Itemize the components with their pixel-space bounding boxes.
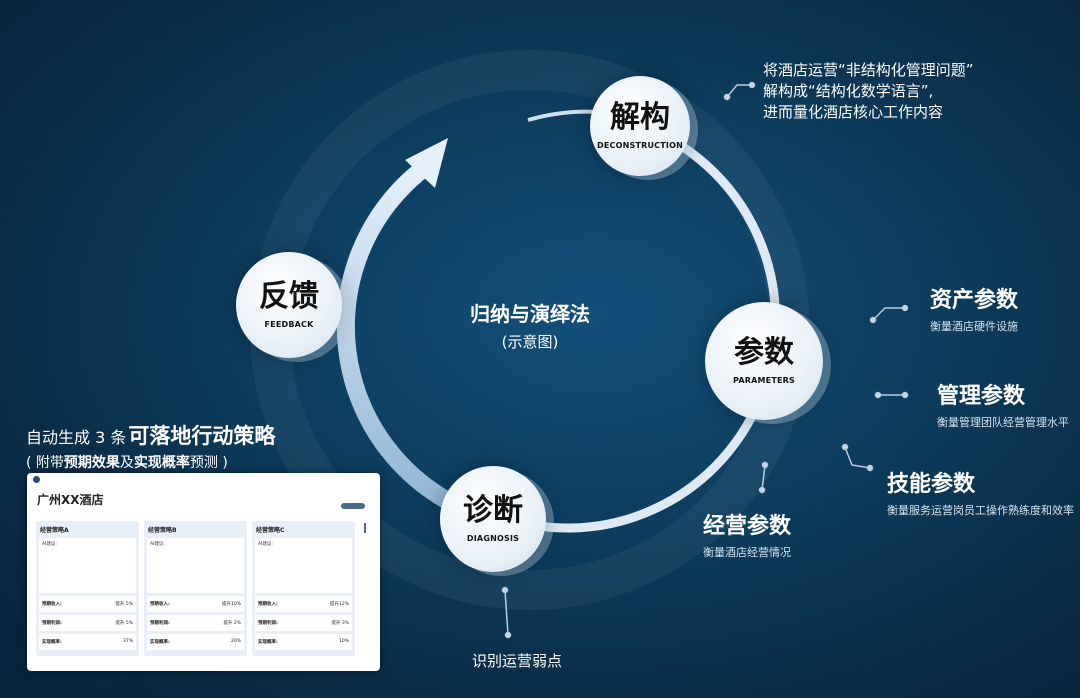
strategy-card-b: 经营策略B AI建议: 预期收入: 提升10% 预期利润: 提升 2% 实现概率: 2… bbox=[144, 521, 247, 656]
center-subtitle: (示意图) bbox=[501, 333, 559, 351]
metric-label: 预期收入: bbox=[258, 602, 278, 607]
strategy-card-c: 经营策略C AI建议: 预期收入: 提升12% 预期利润: 提升 3% 实现概率: 1… bbox=[252, 521, 355, 656]
metric-value: 提升10% bbox=[221, 602, 241, 607]
metric-value: 10% bbox=[338, 639, 349, 644]
param-title: 经营参数 bbox=[703, 514, 792, 539]
metric-row: 预期收入: 提升 5% bbox=[39, 596, 136, 612]
hotel-name: 广州XX酒店 bbox=[37, 493, 104, 507]
metric-label: 预期利润: bbox=[150, 621, 170, 626]
metric-row: 实现概率: 20% bbox=[147, 634, 244, 650]
metric-value: 提升 5% bbox=[115, 602, 133, 607]
scrollbar[interactable] bbox=[364, 523, 366, 533]
metric-label: 预期收入: bbox=[150, 602, 170, 607]
deconstruction-note: 将酒店运营“非结构化管理问题” 解构成“结构化数学语言”, 进而量化酒店核心工作… bbox=[763, 60, 974, 123]
metric-value: 20% bbox=[230, 639, 241, 644]
param-desc: 衡量服务运营岗员工操作熟练度和效率 bbox=[887, 504, 1074, 517]
center-label: 归纳与演绎法 (示意图) bbox=[430, 298, 630, 352]
param-desc: 衡量酒店经营情况 bbox=[703, 546, 791, 559]
ai-suggestion: AI建议: bbox=[255, 538, 352, 593]
strategy-card-a: 经营策略A AI建议: 预期收入: 提升 5% 预期利润: 提升 5% 实现概率: 3… bbox=[36, 521, 139, 656]
node-parameters: 参数 PARAMETERS bbox=[705, 302, 823, 420]
metric-row: 预期利润: 提升 2% bbox=[147, 615, 244, 631]
param-management: 管理参数衡量管理团队经营管理水平 bbox=[937, 378, 1069, 430]
logo-icon bbox=[33, 476, 40, 483]
strategy-name: 经营策略B bbox=[148, 527, 177, 534]
node-title: 诊断 bbox=[463, 492, 523, 528]
node-diagnosis: 诊断 DIAGNOSIS bbox=[440, 466, 546, 572]
node-title: 参数 bbox=[734, 334, 794, 370]
connector-lines bbox=[501, 81, 909, 639]
metric-label: 预期收入: bbox=[42, 602, 62, 607]
feedback-note: 自动生成 3 条可落地行动策略 ( 附带预期效果及实现概率预测 ) bbox=[26, 420, 275, 472]
param-desc: 衡量管理团队经营管理水平 bbox=[937, 416, 1069, 429]
param-title: 资产参数 bbox=[930, 288, 1019, 313]
action-button[interactable] bbox=[341, 503, 365, 509]
param-title: 技能参数 bbox=[887, 472, 976, 497]
node-subtitle: DIAGNOSIS bbox=[466, 533, 520, 543]
diagnosis-note: 识别运营弱点 bbox=[472, 652, 563, 670]
center-title: 归纳与演绎法 bbox=[470, 302, 590, 326]
metric-row: 预期利润: 提升 3% bbox=[255, 615, 352, 631]
node-deconstruction: 解构 DECONSTRUCTION bbox=[590, 76, 690, 176]
metric-row: 实现概率: 37% bbox=[39, 634, 136, 650]
metric-label: 实现概率: bbox=[42, 640, 62, 645]
note-bold: 预期效果 bbox=[63, 455, 120, 471]
strategy-screenshot: 广州XX酒店 经营策略A AI建议: 预期收入: 提升 5% 预期利润: 提升 5%… bbox=[27, 473, 380, 671]
metric-value: 提升 3% bbox=[331, 621, 349, 626]
metric-label: 实现概率: bbox=[150, 640, 170, 645]
node-title: 反馈 bbox=[259, 278, 319, 314]
param-asset: 资产参数衡量酒店硬件设施 bbox=[930, 282, 1018, 334]
note-bold: 实现概率 bbox=[133, 455, 190, 471]
metric-label: 实现概率: bbox=[258, 640, 278, 645]
node-feedback: 反馈 FEEDBACK bbox=[236, 252, 342, 358]
strategy-name: 经营策略A bbox=[40, 527, 69, 534]
ai-suggestion: AI建议: bbox=[147, 538, 244, 593]
node-title: 解构 bbox=[610, 99, 670, 135]
arrowhead-icon bbox=[405, 138, 448, 188]
metric-label: 预期利润: bbox=[258, 621, 278, 626]
note-text: 预测 ) bbox=[189, 455, 228, 471]
ai-suggestion: AI建议: bbox=[39, 538, 136, 593]
strategy-name: 经营策略C bbox=[256, 527, 285, 534]
node-subtitle: DECONSTRUCTION bbox=[597, 140, 683, 150]
note-bold: 可落地行动策略 bbox=[128, 424, 276, 448]
node-subtitle: FEEDBACK bbox=[264, 319, 314, 329]
cycle-arrow-left bbox=[336, 157, 498, 529]
note-text: 及 bbox=[119, 455, 134, 471]
param-operation: 经营参数衡量酒店经营情况 bbox=[703, 508, 791, 560]
metric-value: 提升 2% bbox=[223, 621, 241, 626]
metric-row: 实现概率: 10% bbox=[255, 634, 352, 650]
node-subtitle: PARAMETERS bbox=[733, 375, 795, 385]
metric-row: 预期收入: 提升10% bbox=[147, 596, 244, 612]
note-line: 将酒店运营“非结构化管理问题” bbox=[763, 61, 974, 79]
metric-value: 提升12% bbox=[329, 602, 349, 607]
note-line: 进而量化酒店核心工作内容 bbox=[763, 103, 944, 121]
metric-value: 37% bbox=[122, 639, 133, 644]
param-desc: 衡量酒店硬件设施 bbox=[930, 320, 1018, 333]
metric-value: 提升 5% bbox=[115, 621, 133, 626]
param-title: 管理参数 bbox=[937, 384, 1026, 409]
metric-row: 预期收入: 提升12% bbox=[255, 596, 352, 612]
note-line: 解构成“结构化数学语言”, bbox=[763, 82, 934, 100]
param-skill: 技能参数衡量服务运营岗员工操作熟练度和效率 bbox=[887, 466, 1074, 518]
note-text: 自动生成 3 条 bbox=[26, 428, 127, 447]
metric-row: 预期利润: 提升 5% bbox=[39, 615, 136, 631]
note-text: ( 附带 bbox=[26, 455, 64, 471]
metric-label: 预期利润: bbox=[42, 621, 62, 626]
